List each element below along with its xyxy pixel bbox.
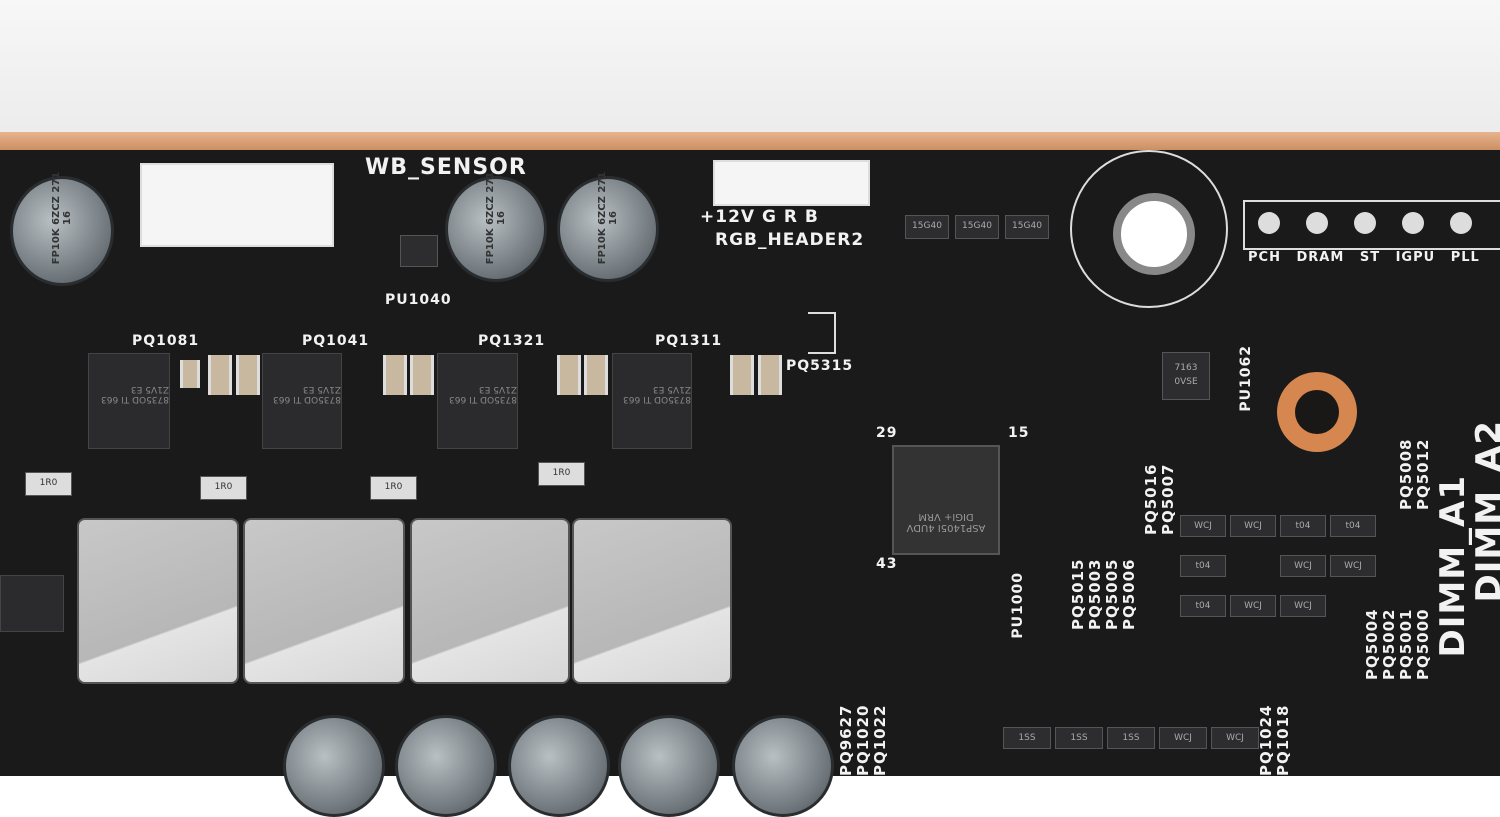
sot-transistor: 1SS xyxy=(1055,727,1103,749)
pu1000-label: PU1000 xyxy=(1010,572,1026,639)
pq-label-group: PQ9627 PQ1020 PQ1022 xyxy=(837,704,889,777)
transistor-grid: WCJ WCJ t04 t04 t04 WCJ WCJ t04 WCJ WCJ xyxy=(1180,515,1380,617)
pq5315-label: PQ5315 xyxy=(786,358,854,374)
capacitor: FP10K 6ZCZ 271 16 xyxy=(445,172,547,282)
capacitor xyxy=(395,715,497,817)
power-mosfet: 8735OD TI 663 Z1V5 E3 xyxy=(88,353,170,449)
chip-15g40: 15G40 xyxy=(1005,215,1049,239)
dimm-a1-label: DIMM_A1 xyxy=(1433,475,1473,658)
sot-transistor: 1SS xyxy=(1003,727,1051,749)
capacitor: FP10K 6ZCZ 271 16 xyxy=(10,172,114,286)
inductor-choke xyxy=(243,518,405,684)
smd-component xyxy=(180,360,200,388)
sensor-pin-header xyxy=(140,163,334,247)
status-led-row xyxy=(1243,200,1500,250)
small-ic: 7163 0VSE xyxy=(1162,352,1210,400)
capacitor: FP10K 6ZCZ 271 16 xyxy=(557,172,659,282)
pq1081-label: PQ1081 xyxy=(132,333,200,349)
sot-transistor: WCJ xyxy=(1280,595,1326,617)
power-mosfet: 8735OD TI 663 Z1V5 E3 xyxy=(612,353,692,449)
pq5315-outline xyxy=(808,312,836,354)
pq1321-label: PQ1321 xyxy=(478,333,546,349)
sot-transistor: t04 xyxy=(1180,555,1226,577)
smd-component xyxy=(410,355,434,395)
chip-left xyxy=(0,575,64,632)
rgb-pin-labels: +12V G R B xyxy=(700,207,819,227)
resistor-1r0: 1R0 xyxy=(538,462,585,486)
sot-transistor: WCJ xyxy=(1211,727,1259,749)
vrm-controller-chip: ASP1405I 4UDV DIGI+ VRM xyxy=(892,445,1000,555)
transistor-row-bottom: 1SS 1SS 1SS WCJ WCJ xyxy=(1003,727,1259,749)
mounting-hole-ring xyxy=(1070,150,1228,308)
dimm-a2-label: DIMM_A2 xyxy=(1469,420,1500,603)
power-mosfet: 8735OD TI 663 Z1V5 E3 xyxy=(437,353,518,449)
sot-transistor: WCJ xyxy=(1159,727,1207,749)
smd-component xyxy=(383,355,407,395)
capacitor xyxy=(508,715,610,817)
inductor-choke xyxy=(410,518,570,684)
wb-sensor-label: WB_SENSOR xyxy=(365,155,527,180)
sot-transistor: WCJ xyxy=(1230,595,1276,617)
pq-label-group: PQ5008 PQ5012 xyxy=(1397,438,1432,511)
rgb-header-label: RGB_HEADER2 xyxy=(715,230,865,250)
pu1040-label: PU1040 xyxy=(385,292,452,308)
pu1040-chip xyxy=(400,235,438,267)
pq1041-label: PQ1041 xyxy=(302,333,370,349)
rgb-header[interactable] xyxy=(713,160,870,206)
sot-transistor: WCJ xyxy=(1280,555,1326,577)
smd-component xyxy=(584,355,608,395)
smd-component xyxy=(236,355,260,395)
sot-transistor: WCJ xyxy=(1230,515,1276,537)
pcb-copper-edge xyxy=(0,132,1500,152)
pq1311-label: PQ1311 xyxy=(655,333,723,349)
pq-label-group: PQ5016 PQ5007 xyxy=(1142,463,1177,536)
pq-label-group: PQ1024 PQ1018 xyxy=(1257,704,1292,777)
chip-15g40: 15G40 xyxy=(905,215,949,239)
pq-label-group: PQ5015 PQ5003 PQ5005 PQ5006 xyxy=(1069,558,1138,631)
smd-component xyxy=(730,355,754,395)
chip-15g40: 15G40 xyxy=(955,215,999,239)
sot-transistor: t04 xyxy=(1280,515,1326,537)
pin-15-label: 15 xyxy=(1008,425,1030,441)
capacitor xyxy=(618,715,720,817)
mounting-hole-small xyxy=(1295,390,1339,434)
pu1062-label: PU1062 xyxy=(1238,345,1254,412)
capacitor xyxy=(732,715,834,817)
inductor-choke xyxy=(77,518,239,684)
sot-transistor: t04 xyxy=(1180,595,1226,617)
pin-29-label: 29 xyxy=(876,425,898,441)
inductor-choke xyxy=(572,518,732,684)
capacitor xyxy=(283,715,385,817)
resistor-1r0: 1R0 xyxy=(370,476,417,500)
led-labels: PCH DRAM ST IGPU PLL xyxy=(1248,250,1480,265)
background-wall xyxy=(0,0,1500,132)
smd-component xyxy=(758,355,782,395)
sot-transistor: t04 xyxy=(1330,515,1376,537)
smd-component xyxy=(208,355,232,395)
power-mosfet: 8735OD TI 663 Z1V5 E3 xyxy=(262,353,342,449)
mounting-hole xyxy=(1113,193,1195,275)
resistor-1r0: 1R0 xyxy=(200,476,247,500)
pin-43-label: 43 xyxy=(876,556,898,572)
sot-transistor: WCJ xyxy=(1330,555,1376,577)
resistor-1r0: 1R0 xyxy=(25,472,72,496)
sot-transistor: WCJ xyxy=(1180,515,1226,537)
smd-component xyxy=(557,355,581,395)
sot-transistor: 1SS xyxy=(1107,727,1155,749)
